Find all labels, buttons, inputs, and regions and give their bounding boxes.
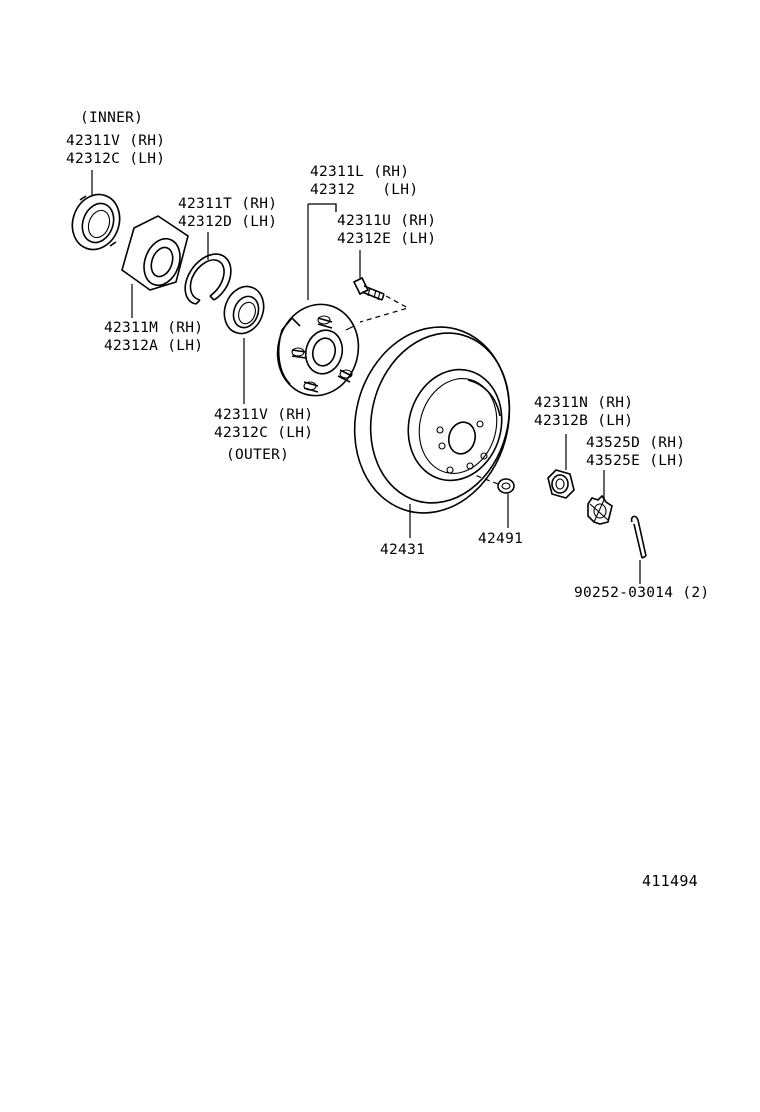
- disc-label: 42431: [380, 542, 426, 558]
- hub-bolt: [352, 276, 410, 323]
- outer-oil-seal: [223, 285, 265, 335]
- snap-ring-lh-label: 42312D (LH): [178, 214, 278, 230]
- cotter-pin-label: 90252-03014 (2): [574, 585, 710, 601]
- seal-outer-lh-label: 42312C (LH): [214, 425, 314, 441]
- lock-cap-lh-label: 43525E (LH): [586, 453, 686, 469]
- nut-lh-label: 42312B (LH): [534, 413, 634, 429]
- bearing-lh-label: 42312A (LH): [104, 338, 204, 354]
- seal-outer-rh-label: 42311V (RH): [214, 407, 314, 423]
- bearing-rh-label: 42311M (RH): [104, 320, 204, 336]
- disc-rotor: [353, 326, 511, 514]
- seal-inner-lh-label: 42312C (LH): [66, 151, 166, 167]
- hub-bolt-rh-label: 42311U (RH): [337, 213, 437, 229]
- snap-ring: [184, 253, 232, 305]
- figure-id: 411494: [642, 872, 698, 890]
- outer-seal-tag: (OUTER): [226, 447, 290, 463]
- inner-oil-seal: [71, 193, 121, 251]
- axle-hub: [276, 303, 360, 397]
- seal-inner-rh-label: 42311V (RH): [66, 133, 166, 149]
- hub-nut-small: [471, 473, 515, 494]
- inner-seal-tag: (INNER): [80, 110, 144, 126]
- lock-cap-rh-label: 43525D (RH): [586, 435, 686, 451]
- lock-cap: [587, 494, 613, 525]
- wheel-bearing: [121, 215, 189, 291]
- hub-rh-label: 42311L (RH): [310, 164, 410, 180]
- cotter-pin: [630, 515, 647, 559]
- nut-rh-label: 42311N (RH): [534, 395, 634, 411]
- leader-lines: [91, 170, 641, 584]
- hub-bolt-lh-label: 42312E (LH): [337, 231, 437, 247]
- hub-lh-label: 42312 (LH): [310, 182, 419, 198]
- hub-nut-small-label: 42491: [478, 531, 524, 547]
- snap-ring-rh-label: 42311T (RH): [178, 196, 278, 212]
- hub-nut: [547, 469, 575, 499]
